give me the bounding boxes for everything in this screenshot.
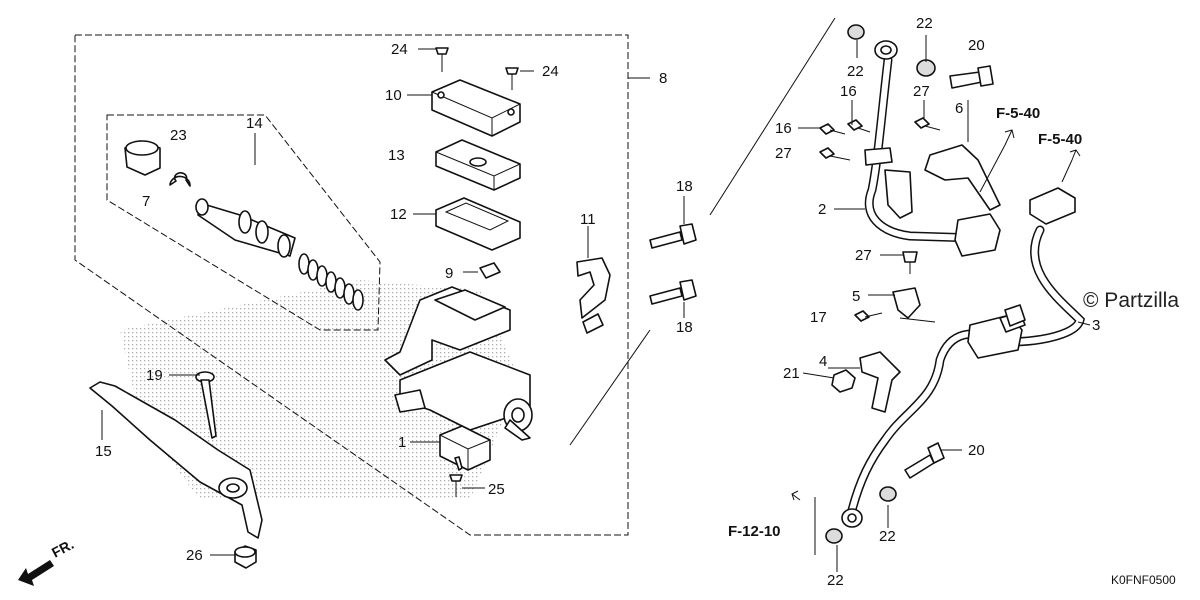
callout-21: 21 — [783, 365, 800, 382]
callout-27-b: 27 — [775, 145, 792, 162]
callout-4: 4 — [819, 353, 827, 370]
callout-22-a: 22 — [916, 15, 933, 32]
sealing-washer-top-right — [916, 59, 936, 77]
clamp-bolt-d — [914, 117, 941, 131]
callout-23: 23 — [170, 127, 187, 144]
guide-bolt — [854, 310, 883, 322]
callout-26: 26 — [186, 547, 203, 564]
callout-7: 7 — [142, 193, 150, 210]
callout-20-b: 20 — [968, 442, 985, 459]
clamp-bolt-b — [847, 119, 871, 133]
master-cylinder-group-outline — [74, 34, 629, 536]
guide-nut — [831, 369, 856, 393]
float-clip — [479, 262, 501, 279]
callout-27-c: 27 — [855, 247, 872, 264]
callout-19: 19 — [146, 367, 163, 384]
callout-17: 17 — [810, 309, 827, 326]
clamp-bolt-c — [819, 147, 851, 161]
brake-lever — [89, 381, 263, 539]
callout-16-b: 16 — [775, 120, 792, 137]
holder-clamp — [576, 257, 611, 334]
cap-screw-right — [505, 67, 519, 90]
callout-22-d: 22 — [827, 572, 844, 589]
callout-25: 25 — [488, 481, 505, 498]
callout-22-b: 22 — [847, 63, 864, 80]
hose-guide — [859, 351, 901, 413]
reference-f540-a: F-5-40 — [996, 105, 1040, 122]
callout-24-b: 24 — [542, 63, 559, 80]
diaphragm — [435, 197, 521, 251]
front-stop-switch — [439, 425, 491, 471]
oil-bolt-lower — [904, 442, 945, 479]
callout-24-a: 24 — [391, 41, 408, 58]
callout-5: 5 — [852, 288, 860, 305]
holder-bolt-upper — [649, 223, 697, 249]
oil-bolt-upper — [949, 65, 994, 89]
piston-spring — [298, 253, 364, 311]
callout-11: 11 — [580, 211, 596, 228]
front-direction-arrow — [18, 560, 54, 586]
circlip — [169, 172, 191, 187]
ref-arrow-f540-a — [1004, 129, 1015, 146]
clamp-bolt-a — [819, 123, 846, 135]
callout-22-c: 22 — [879, 528, 896, 545]
ref-arrow-f1210 — [791, 490, 801, 501]
watermark: © Partzilla — [1083, 289, 1179, 312]
reference-f1210: F-12-10 — [728, 523, 781, 540]
hose-clamp-small — [892, 287, 936, 323]
callout-10: 10 — [385, 87, 402, 104]
callout-18-a: 18 — [676, 178, 693, 195]
callout-9: 9 — [445, 265, 453, 282]
lower-brake-hose — [841, 187, 1085, 528]
brake-hose-clamp — [884, 144, 1001, 219]
right-group-outline-lower — [569, 329, 651, 446]
holder-bolt-lower — [649, 279, 697, 305]
upper-brake-hose — [864, 40, 1001, 257]
callout-16-a: 16 — [840, 83, 857, 100]
callout-18-b: 18 — [676, 319, 693, 336]
callout-20-a: 20 — [968, 37, 985, 54]
callout-labels: 1 2 3 4 5 6 7 8 9 10 11 12 13 14 15 16 1… — [95, 15, 1100, 589]
sealing-washer-top-left — [847, 24, 865, 40]
callout-3: 3 — [1092, 317, 1100, 334]
cap-screw-left — [435, 47, 449, 72]
callout-12: 12 — [390, 206, 407, 223]
clamp-bolt-e — [902, 251, 918, 274]
sealing-washer-lower-right — [879, 486, 897, 502]
callout-6: 6 — [955, 100, 963, 117]
leader-lines — [101, 35, 1091, 572]
piston — [195, 198, 296, 258]
lever-pivot-bolt — [195, 371, 217, 439]
callout-13: 13 — [388, 147, 405, 164]
callout-15: 15 — [95, 443, 112, 460]
sealing-washer-lower-left — [825, 528, 843, 544]
callout-1: 1 — [398, 434, 406, 451]
ref-arrow-f540-b — [1069, 149, 1081, 161]
callout-27-a: 27 — [913, 83, 930, 100]
callout-14: 14 — [246, 115, 263, 132]
lever-pivot-nut — [234, 545, 257, 569]
switch-screw — [449, 474, 463, 497]
piston-boot — [124, 140, 161, 176]
front-direction-label: FR. — [49, 536, 76, 561]
callout-2: 2 — [818, 201, 826, 218]
reference-f540-b: F-5-40 — [1038, 131, 1082, 148]
callout-8: 8 — [659, 70, 667, 87]
right-group-outline — [709, 17, 836, 216]
reservoir-cap — [431, 79, 521, 137]
diaphragm-plate — [435, 139, 521, 191]
piston-kit-outline — [106, 114, 381, 331]
master-cylinder-body — [384, 286, 533, 441]
diagram-code: K0FNF0500 — [1111, 573, 1176, 587]
